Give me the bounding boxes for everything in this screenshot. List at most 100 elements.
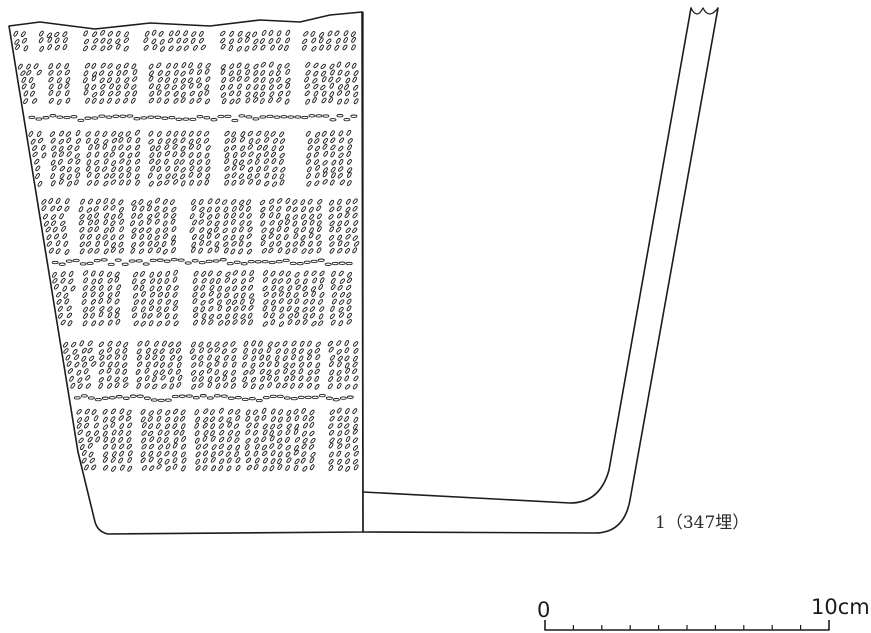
impression-mark (224, 277, 230, 283)
cord-mark (317, 258, 325, 262)
impression-mark (122, 347, 128, 354)
impression-mark (88, 219, 93, 226)
vessel-cross-section (362, 7, 719, 534)
impression-mark (107, 292, 113, 299)
impression-mark (94, 248, 100, 254)
impression-mark (329, 206, 335, 213)
impression-mark (315, 172, 320, 179)
impression-mark (302, 38, 308, 45)
impression-mark (235, 98, 241, 104)
impression-mark (200, 284, 205, 291)
impression-mark (291, 340, 297, 347)
impression-mark (50, 214, 57, 220)
impression-mark (181, 91, 186, 98)
impression-mark (47, 36, 53, 43)
impression-mark (150, 278, 156, 284)
impression-mark (210, 457, 216, 463)
impression-mark (267, 374, 272, 381)
impression-mark (248, 166, 254, 173)
impression-mark (299, 240, 305, 247)
impression-mark (252, 45, 258, 51)
impression-mark (285, 436, 290, 443)
impression-mark (131, 212, 136, 219)
impression-mark (338, 270, 344, 277)
impression-mark (138, 220, 144, 226)
impression-mark (344, 212, 350, 219)
impression-mark (147, 213, 153, 220)
cord-mark (135, 259, 143, 263)
impression-mark (112, 451, 117, 457)
cord-mark (63, 115, 71, 120)
impression-mark (232, 205, 237, 212)
impression-mark (283, 368, 288, 374)
impression-mark (52, 271, 57, 278)
impression-mark (293, 227, 299, 234)
impression-mark (117, 213, 123, 219)
impression-mark (127, 450, 133, 457)
impression-mark (270, 151, 276, 158)
impression-mark (208, 314, 215, 320)
impression-mark (231, 199, 237, 205)
impression-mark (48, 198, 54, 204)
impression-mark (48, 83, 54, 90)
impression-mark (259, 361, 265, 368)
impression-mark (191, 354, 197, 361)
impression-mark (116, 341, 122, 347)
impression-mark (79, 214, 85, 220)
impression-mark (126, 159, 132, 166)
cord-mark (178, 394, 186, 398)
impression-mark (250, 362, 256, 369)
impression-mark (149, 465, 155, 472)
impression-mark (326, 38, 332, 45)
impression-mark (236, 75, 242, 82)
impression-mark (345, 206, 351, 213)
impression-mark (98, 320, 104, 326)
impression-mark (86, 207, 92, 213)
impression-mark (75, 172, 81, 179)
impression-mark (248, 284, 253, 291)
impression-mark (285, 248, 291, 255)
impression-mark (91, 97, 97, 104)
impression-mark (59, 213, 64, 220)
impression-mark (172, 305, 178, 312)
impression-mark (285, 37, 291, 44)
impression-mark (110, 408, 116, 415)
impression-mark (231, 131, 236, 138)
impression-mark (225, 313, 230, 320)
impression-mark (147, 247, 153, 254)
impression-mark (286, 409, 292, 416)
impression-mark (194, 430, 200, 437)
impression-mark (279, 173, 285, 180)
cord-mark (35, 117, 43, 121)
cord-mark (210, 118, 218, 122)
cord-mark (177, 258, 185, 262)
impression-mark (276, 76, 282, 83)
impression-mark (307, 361, 312, 368)
impression-mark (203, 408, 209, 414)
impression-mark (126, 430, 132, 436)
impression-mark (337, 430, 343, 437)
impression-mark (124, 91, 130, 97)
impression-mark (176, 37, 182, 44)
impression-mark (266, 361, 272, 367)
impression-mark (268, 30, 274, 36)
impression-mark (86, 241, 92, 247)
impression-mark (118, 172, 124, 179)
cord-mark (303, 260, 311, 264)
impression-mark (157, 292, 164, 298)
impression-mark (276, 225, 282, 232)
impression-mark (231, 361, 237, 368)
impression-mark (344, 347, 350, 354)
impression-mark (107, 97, 112, 104)
impression-mark (164, 458, 170, 465)
impression-mark (225, 271, 231, 278)
impression-mark (87, 347, 93, 354)
impression-mark (107, 361, 113, 368)
impression-mark (293, 449, 299, 456)
cord-mark (70, 115, 78, 119)
impression-mark (110, 205, 116, 211)
impression-mark (118, 166, 124, 172)
impression-mark (205, 98, 210, 105)
impression-mark (196, 144, 202, 150)
impression-mark (66, 312, 73, 319)
